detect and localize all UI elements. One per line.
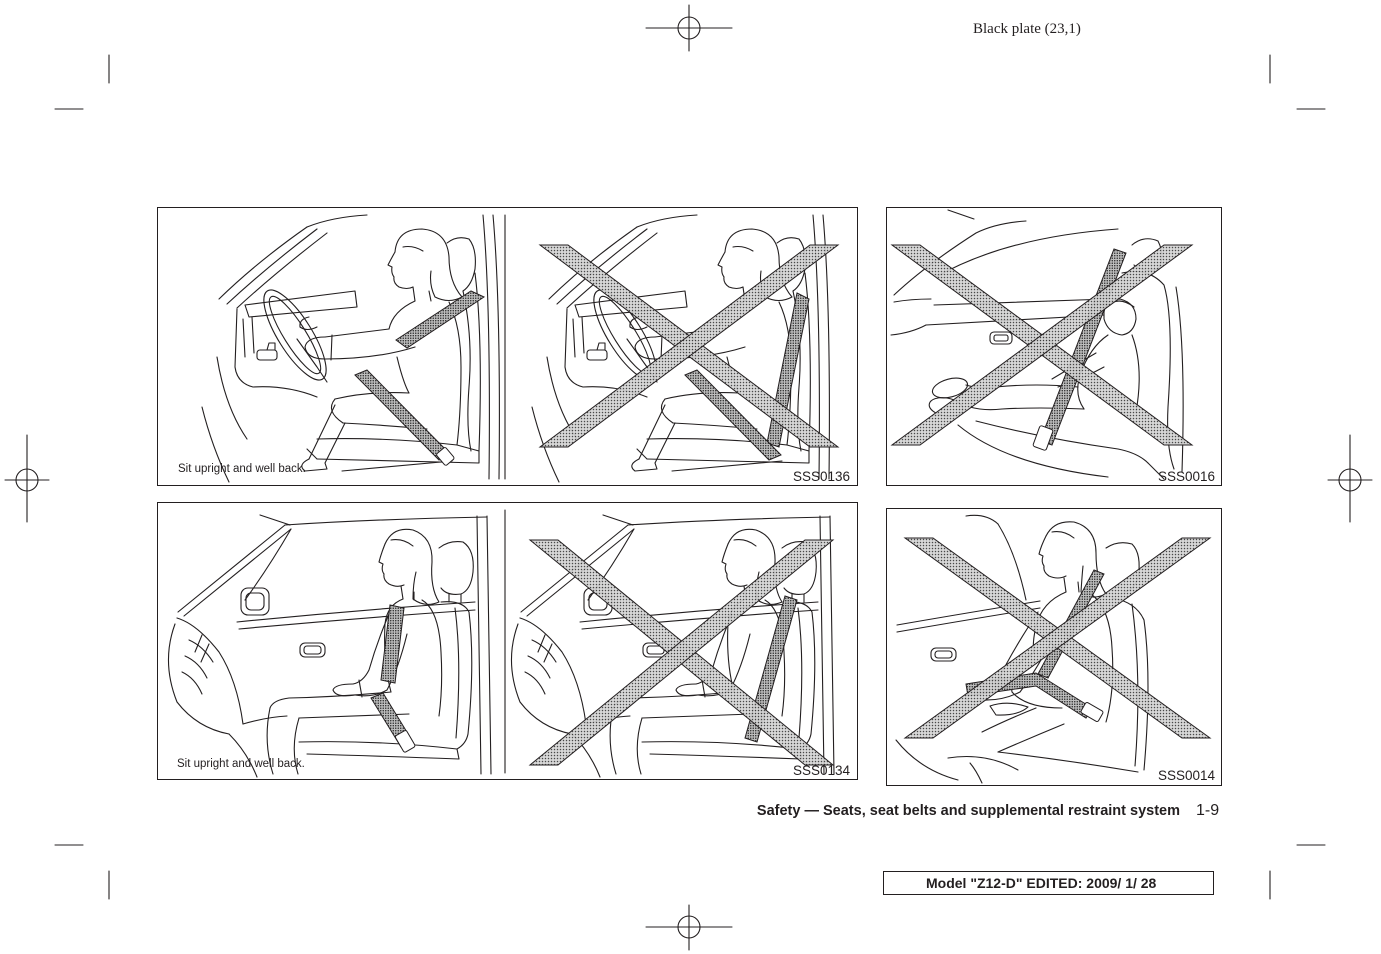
belt-buckle	[1032, 425, 1054, 451]
passenger-correct-panel	[167, 514, 492, 778]
model-edit-stamp: Model "Z12-D" EDITED: 2009/ 1/ 28	[883, 871, 1214, 895]
figure-driver-posture	[157, 207, 858, 486]
plate-label: Black plate (23,1)	[973, 21, 1081, 37]
lap-belt	[354, 369, 452, 461]
child-occupant-drawing	[890, 209, 1194, 480]
figure-code: SSS0136	[793, 469, 851, 484]
driver-correct-panel	[201, 214, 500, 483]
figure-pregnant-occupant	[886, 508, 1222, 786]
pregnant-occupant-drawing	[895, 514, 1212, 784]
cross-out-mark	[538, 244, 840, 448]
registration-mark-bottom	[645, 904, 733, 951]
cross-out-mark	[903, 537, 1212, 739]
belt-buckle	[1080, 702, 1104, 722]
shoulder-belt	[380, 604, 405, 684]
figure-passenger-posture	[157, 502, 858, 780]
door-handle	[989, 331, 1013, 345]
figure-code: SSS0016	[1158, 469, 1216, 484]
registration-mark-left	[4, 434, 50, 523]
page-number: 1-9	[1196, 802, 1220, 819]
figure-child-occupant	[886, 207, 1222, 486]
driver-illustration-correct	[201, 214, 500, 483]
figure-code: SSS0014	[1158, 768, 1216, 783]
registration-mark-top	[645, 4, 733, 52]
passenger-incorrect-panel	[510, 514, 835, 778]
figure-code: SSS0134	[793, 763, 851, 778]
driver-posture-drawing	[201, 214, 840, 483]
cross-out-mark	[528, 539, 835, 766]
passenger-illustration-correct	[167, 514, 492, 778]
registration-mark-right	[1327, 434, 1373, 523]
driver-incorrect-panel	[531, 214, 840, 483]
shoulder-belt	[395, 290, 486, 349]
lap-belt	[684, 369, 782, 461]
passenger-posture-drawing	[167, 509, 835, 778]
figure-caption: Sit upright and well back.	[178, 463, 306, 475]
figure-caption: Sit upright and well back.	[177, 758, 305, 770]
belt-buckle	[436, 447, 455, 466]
belt-buckle	[395, 730, 416, 753]
section-title: Safety — Seats, seat belts and supplemen…	[756, 803, 1180, 819]
crop-marks	[54, 54, 1326, 900]
door-handle	[930, 647, 957, 662]
cross-out-mark	[890, 244, 1194, 446]
